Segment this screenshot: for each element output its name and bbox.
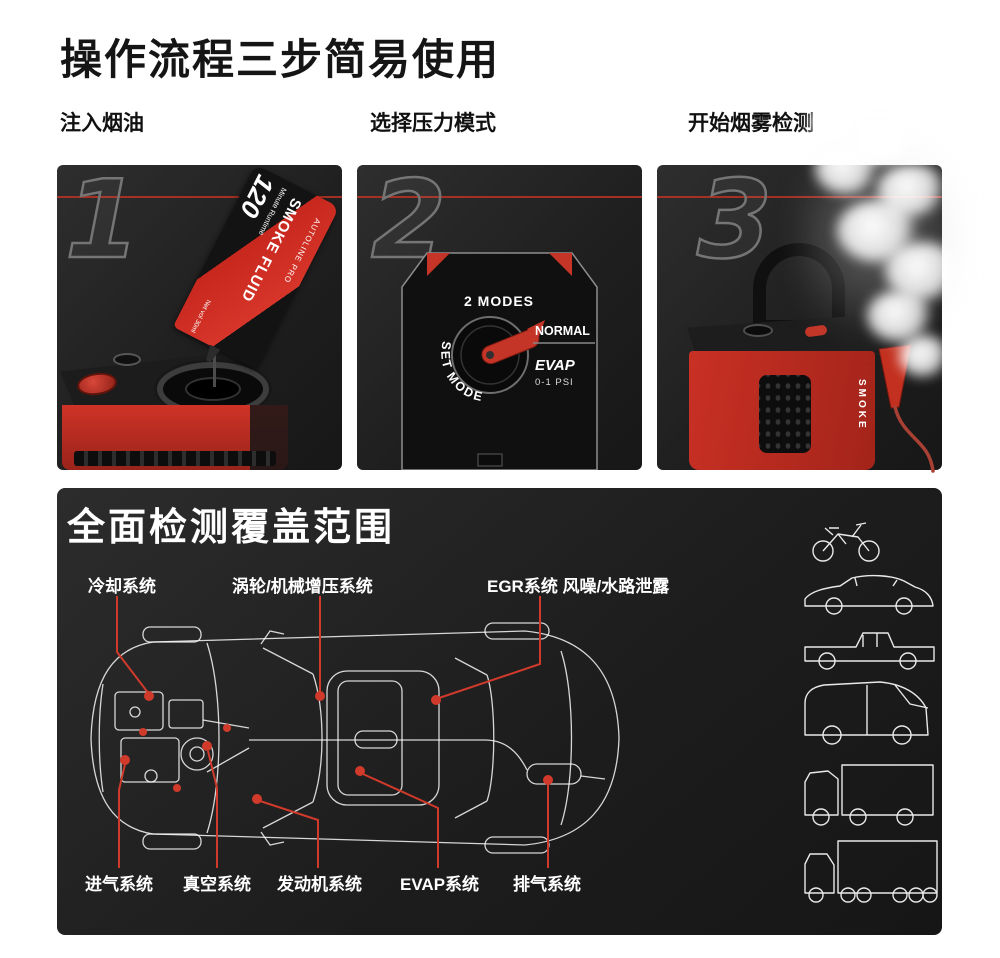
label-evap-system: EVAP系统 [400,875,480,894]
coverage-title: 全面检测覆盖范围 [67,507,396,549]
accent-line [357,196,642,198]
label-intake-system: 进气系统 [85,875,153,894]
label-exhaust-system: 排气系统 [513,875,581,894]
power-button[interactable] [804,324,828,338]
step-3-label: 开始烟雾检测 [688,112,814,135]
smoke-blob [885,242,961,300]
vehicle-icons [804,522,938,903]
panel-connector [477,453,503,467]
bottle-net-volume: Net vol 30ml [189,298,212,334]
smoke-blob [815,144,879,194]
label-engine-system: 发动机系统 [277,875,362,894]
pickup-truck-icon [804,632,935,670]
step-1-card: 1 120 Minute Runtime SMOKE FLUID AUTOLIN… [57,165,342,470]
car-diagram [90,622,620,854]
machine-vent-grid [759,375,811,453]
semi-truck-icon [804,840,938,903]
machine-side-label: SMOKE [856,379,867,431]
mode-dial[interactable] [451,316,542,394]
step-1-label: 注入烟油 [60,112,144,135]
mode-pointer-icon [527,320,545,339]
machine-body: SMOKE [689,351,875,470]
step-3-number: 3 [696,158,774,283]
callout-lines [116,596,549,868]
smoke-blob [837,200,919,262]
sedan-icon [804,574,934,615]
coverage-illustration [90,522,938,903]
nozzle-hose [893,405,935,473]
mode-normal-label: NORMAL [535,324,590,338]
machine-vent [74,451,276,466]
mode-panel-illustration: 2 MODES SET MODE NORMAL EVAP 0-1 PSI [401,252,598,470]
corner-accent-left [427,253,450,276]
coverage-section: 全面检测覆盖范围 [57,488,942,935]
page-title: 操作流程三步简易使用 [60,36,501,83]
step-2-card: 2 2 MODES SET MODE NORMAL EVAP 0 [357,165,642,470]
modes-title: 2 MODES [464,293,534,309]
label-cooling-system: 冷却系统 [88,577,156,596]
smoke-blob [877,164,947,216]
label-turbo-system: 涡轮/机械增压系统 [232,577,373,596]
evap-pressure-label: 0-1 PSI [535,377,574,388]
accent-line [57,196,342,198]
label-vacuum-system: 真空系统 [183,875,251,894]
step-1-number: 1 [64,165,142,283]
smoke-blob [809,102,861,142]
smoke-blob [852,118,914,164]
accent-line [657,196,942,198]
machine-body [62,405,288,470]
label-egr-system: EGR系统 风噪/水路泄露 [487,577,670,596]
van-icon [804,681,929,745]
machine-gauge-icon [113,353,141,366]
mode-evap-label: EVAP [535,357,576,374]
machine-dial-icon [743,324,773,337]
marker-dots [120,691,553,804]
corner-accent-right [549,253,572,276]
motorcycle-icon [812,522,880,562]
step-2-label: 选择压力模式 [370,112,496,135]
smoke-nozzle [878,344,935,473]
smoke-blob [867,290,933,342]
box-truck-icon [804,764,934,826]
fluid-pour-stream [213,351,216,387]
nozzle-cone [878,344,912,409]
step-3-card: 3 SMOKE [657,102,961,473]
